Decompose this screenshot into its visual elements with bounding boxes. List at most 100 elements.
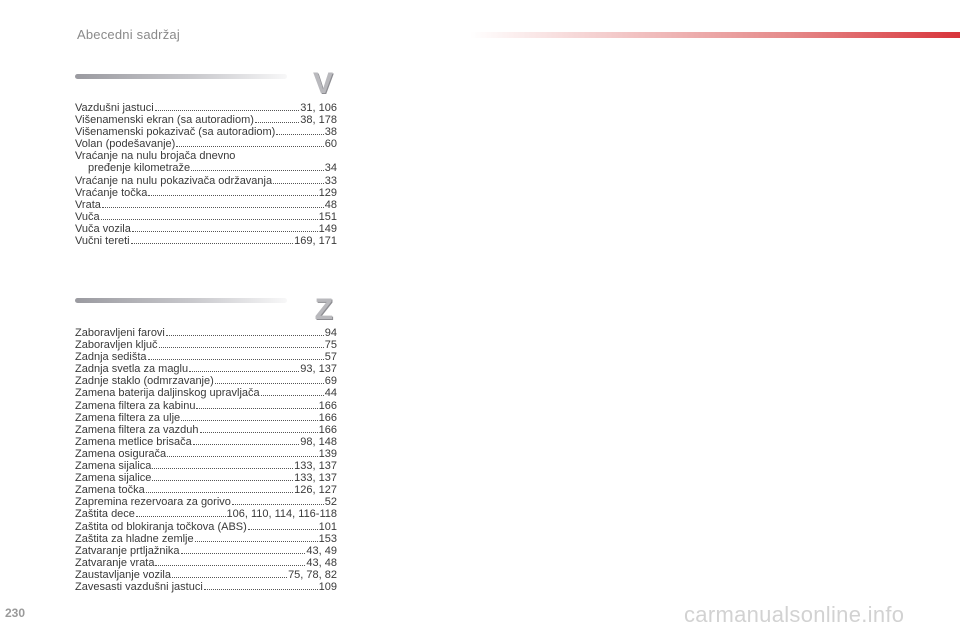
entry-label: Zapremina rezervoara za gorivo	[75, 496, 231, 509]
entry-label: Vazdušni jastuci	[75, 102, 154, 114]
entry-leader-dots	[147, 351, 324, 361]
entry-page-ref: 126, 127	[294, 484, 337, 497]
entry-page-ref: 57	[324, 351, 337, 364]
index-entry: Volan (podešavanje) 60	[75, 138, 337, 150]
entry-page-ref: 43, 49	[306, 544, 337, 557]
watermark[interactable]: carmanualsonline.info	[684, 602, 905, 627]
entry-label: Zatvaranje prtljažnika	[75, 544, 180, 557]
entry-leader-dots	[189, 363, 300, 373]
entry-leader-dots	[236, 151, 336, 159]
entry-page-ref: 38, 178	[300, 114, 337, 127]
entry-label: Zaboravljeni farovi	[75, 327, 165, 339]
entry-leader-dots	[260, 387, 324, 397]
entry-leader-dots	[199, 424, 318, 433]
entry-label: Višenamenski pokazivač (sa autoradiom)	[75, 126, 276, 139]
entry-label: Vučni tereti	[75, 235, 130, 248]
index-entry: Zamena točka 126, 127	[75, 484, 337, 496]
entry-leader-dots	[148, 187, 318, 196]
entry-leader-dots	[154, 102, 300, 111]
entry-page-ref: 52	[324, 496, 337, 509]
index-entry: Zatvaranje prtljažnika 43, 49	[75, 545, 337, 557]
entry-page-ref: 69	[324, 375, 337, 388]
entry-leader-dots	[203, 581, 318, 590]
section-letter: Z	[314, 293, 333, 326]
entry-page-ref: 38	[324, 126, 337, 139]
entry-leader-dots	[135, 508, 226, 518]
entry-leader-dots	[180, 545, 306, 554]
index-entry: Zaboravljen ključ 75	[75, 339, 337, 351]
page-header-title: Abecedni sadržaj	[77, 27, 180, 42]
entry-label: Zaštita dece	[75, 508, 135, 521]
entry-label: Vuča	[75, 210, 100, 223]
entry-label: Višenamenski ekran (sa autoradiom)	[75, 114, 254, 127]
entry-page-ref: 93, 137	[300, 363, 337, 376]
entry-page-ref: 75	[324, 339, 337, 352]
entry-leader-dots	[101, 199, 324, 208]
entry-label: Zadnja svetla za maglu	[75, 363, 189, 376]
entry-page-ref: 166	[318, 423, 337, 436]
entry-leader-dots	[172, 569, 288, 578]
entry-label: Zavesasti vazdušni jastuci	[75, 580, 203, 593]
entry-page-ref: 44	[324, 387, 337, 400]
entry-leader-dots	[165, 327, 324, 336]
entry-leader-dots	[152, 460, 294, 470]
entry-label: Zamena točka	[75, 484, 145, 497]
entry-leader-dots	[254, 114, 300, 124]
entry-label: Vrata	[75, 198, 101, 211]
entry-page-ref: 139	[318, 447, 337, 460]
entry-label: Zamena sijalica	[75, 460, 152, 473]
entry-leader-dots	[191, 162, 324, 172]
entry-label: Zaboravljen ključ	[75, 339, 158, 352]
entry-page-ref: 151	[318, 210, 337, 223]
entry-page-ref: 43, 48	[306, 556, 337, 569]
entry-leader-dots	[152, 472, 294, 482]
entry-page-ref: 34	[324, 162, 337, 175]
entry-label: Vraćanje točka	[75, 186, 148, 199]
index-entry: Zamena sijalica 133, 137	[75, 460, 337, 472]
section-divider-bar	[75, 298, 287, 303]
index-entry: Zaštita od blokiranja točkova (ABS)101	[75, 521, 337, 533]
index-entry: Vraćanje točka 129	[75, 187, 337, 199]
index-entry: Višenamenski pokazivač (sa autoradiom) 38	[75, 126, 337, 138]
entry-label: Zamena filtera za vazduh	[75, 423, 199, 436]
index-entry: Zamena baterija daljinskog upravljača 44	[75, 387, 337, 399]
entry-label: Vuča vozila	[75, 222, 131, 235]
index-entry: Zamena filtera za vazduh 166	[75, 424, 337, 436]
entry-leader-dots	[196, 400, 318, 409]
entry-page-ref: 166	[318, 399, 337, 412]
entry-label: Zamena baterija daljinskog upravljača	[75, 387, 260, 400]
entry-leader-dots	[192, 436, 300, 445]
entry-leader-dots	[181, 412, 318, 421]
page-number: 230	[5, 606, 26, 620]
entry-label: pređenje kilometraže	[88, 162, 191, 175]
entry-page-ref: 33	[324, 174, 337, 187]
entry-label: Volan (podešavanje)	[75, 138, 176, 151]
index-entry: Zadnja svetla za maglu 93, 137	[75, 363, 337, 375]
entry-label: Zamena metlice brisača	[75, 435, 192, 448]
entry-page-ref: 129	[318, 186, 337, 199]
entry-leader-dots	[130, 235, 294, 245]
entry-page-ref: 60	[324, 138, 337, 151]
entry-page-ref: 133, 137	[294, 460, 337, 473]
entry-page-ref: 75, 78, 82	[288, 568, 337, 581]
entry-label: Zaustavljanje vozila	[75, 568, 171, 581]
entry-page-ref: 133, 137	[294, 472, 337, 485]
entry-label: Zaštita od blokiranja točkova (ABS)	[75, 520, 247, 533]
entry-leader-dots	[214, 375, 324, 385]
